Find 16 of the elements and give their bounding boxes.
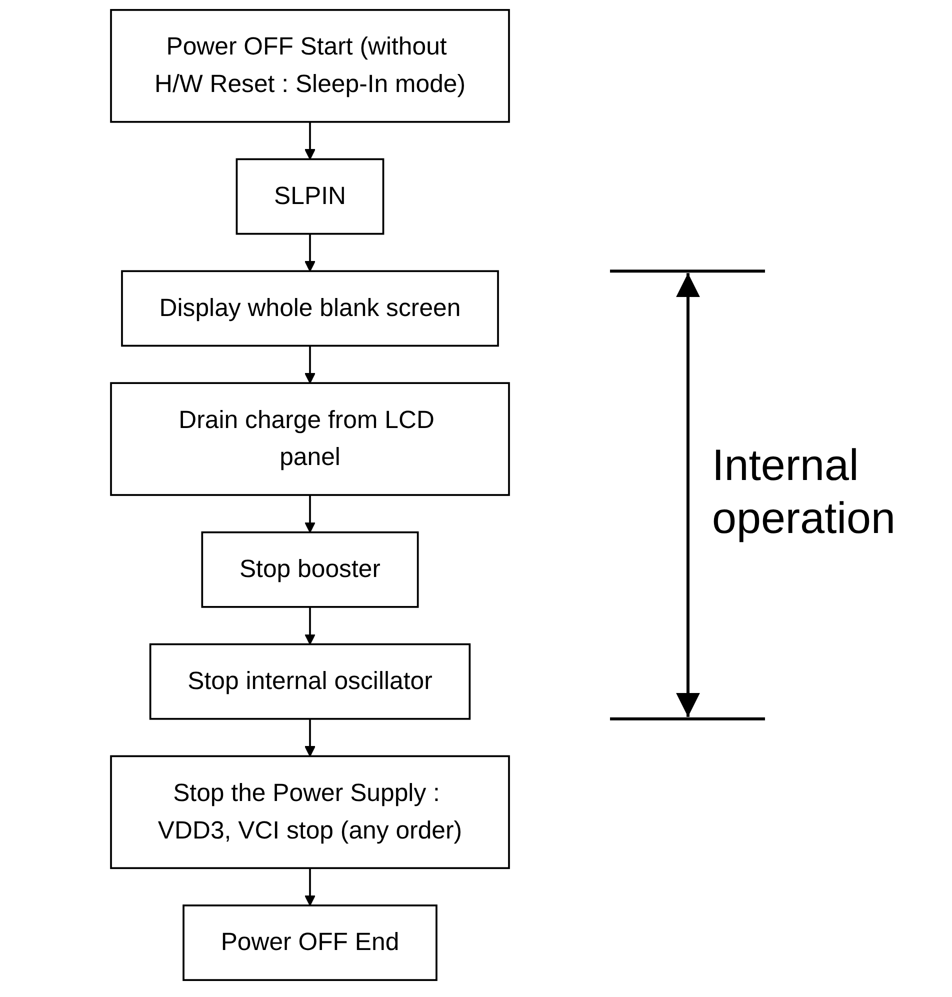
node-box: Stop internal oscillator (149, 643, 471, 720)
arrow (304, 868, 316, 906)
node-box: SLPIN (236, 158, 384, 235)
node-box: Stop the Power Supply : VDD3, VCI stop (any order) (110, 755, 510, 870)
node-box: Drain charge from LCD panel (110, 382, 510, 496)
arrow (304, 606, 316, 645)
arrow (304, 122, 316, 160)
arrow (304, 718, 316, 757)
node-box: Display whole blank screen (121, 270, 499, 347)
arrow (304, 495, 316, 533)
annotation-text: Internal operation (712, 440, 896, 545)
node-box: Stop booster (201, 531, 419, 608)
arrow (304, 346, 316, 384)
node-box: Power OFF Start (without H/W Reset : Sleep-In mode) (110, 9, 510, 123)
arrow (304, 234, 316, 272)
node-box: Power OFF End (182, 904, 438, 981)
